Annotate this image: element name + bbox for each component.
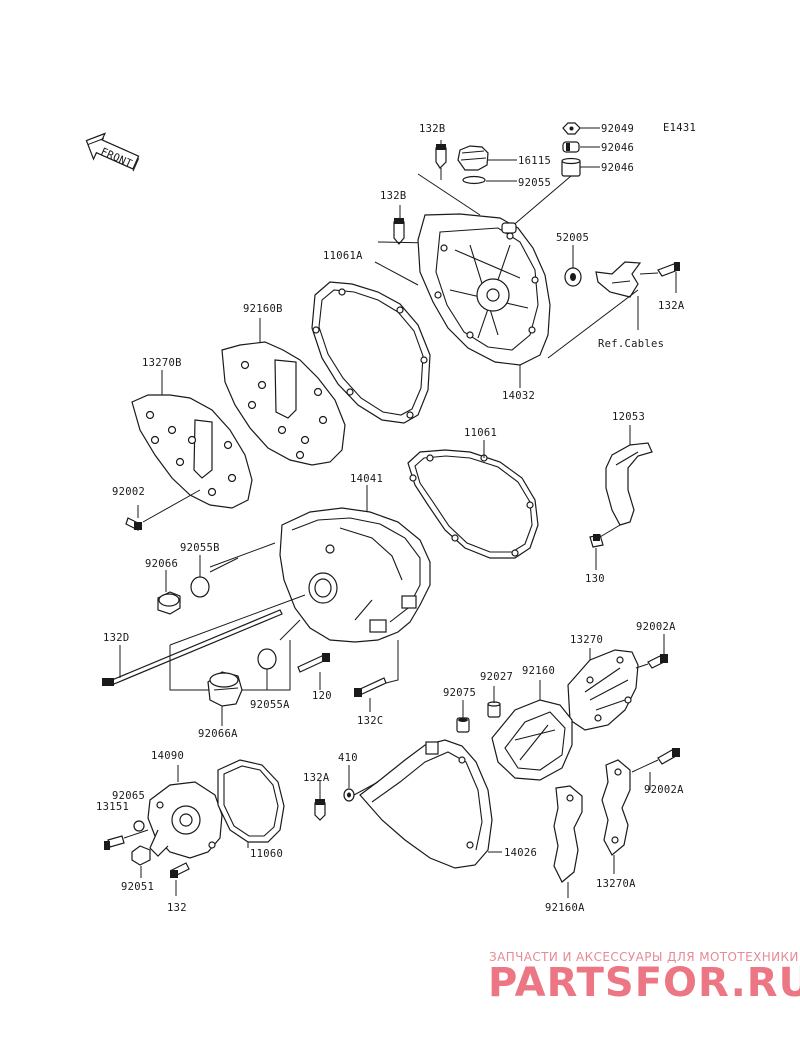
part-13151 — [104, 835, 125, 850]
part-132A-top — [657, 262, 680, 277]
part-92160B-plate — [221, 341, 346, 466]
part-92066-plug — [157, 591, 181, 615]
part-132A-bottom — [314, 799, 326, 821]
watermark-brand: PARTSFOR.RU — [488, 960, 800, 1006]
front-arrow-icon — [85, 132, 140, 172]
part-52005 — [564, 267, 582, 287]
diagram-code: E1431 — [663, 122, 696, 134]
label-13151: 13151 — [96, 801, 129, 813]
part-92055A-oring — [257, 648, 277, 670]
label-132: 132 — [167, 902, 187, 914]
watermark: ЗАПЧАСТИ И АКСЕССУАРЫ ДЛЯ МОТОТЕХНИКИ PA… — [488, 950, 800, 1006]
label-14041: 14041 — [350, 473, 383, 485]
part-14090-pump-cover — [147, 781, 223, 859]
label-92160A: 92160A — [545, 902, 585, 914]
label-132B-mid: 132B — [380, 190, 407, 202]
label-92055B: 92055B — [180, 542, 220, 554]
part-92160A-plate — [553, 785, 583, 883]
part-132-bolt — [170, 862, 190, 878]
part-14032-cover — [417, 213, 551, 366]
part-12053-guard — [605, 442, 653, 526]
part-13270-plate — [567, 649, 639, 731]
label-92066: 92066 — [145, 558, 178, 570]
part-132B-mid — [393, 218, 405, 245]
label-12053: 12053 — [612, 411, 645, 423]
label-120: 120 — [312, 690, 332, 702]
label-132B-top: 132B — [419, 123, 446, 135]
part-92002 — [125, 517, 142, 531]
label-92066A: 92066A — [198, 728, 238, 740]
part-13270B-plate — [131, 394, 253, 509]
label-130: 130 — [585, 573, 605, 585]
label-92055A: 92055A — [250, 699, 290, 711]
label-92065: 92065 — [112, 790, 145, 802]
part-92075 — [456, 717, 470, 733]
part-11061-gasket — [407, 449, 539, 559]
label-92049: 92049 — [601, 123, 634, 135]
label-92002A-top: 92002A — [636, 621, 676, 633]
label-92055: 92055 — [518, 177, 551, 189]
part-92002A-top — [647, 654, 668, 669]
label-16115: 16115 — [518, 155, 551, 167]
label-92160B: 92160B — [243, 303, 283, 315]
label-14026: 14026 — [504, 847, 537, 859]
label-13270B: 13270B — [142, 357, 182, 369]
part-14026-cover — [359, 739, 493, 869]
part-92046-a — [562, 141, 580, 153]
part-16115 — [457, 145, 489, 185]
part-14041-cover — [279, 507, 431, 643]
part-130 — [589, 534, 604, 548]
label-92027: 92027 — [480, 671, 513, 683]
label-11060: 11060 — [250, 848, 283, 860]
label-132A-bottom: 132A — [303, 772, 330, 784]
part-labels: 132B 92049 92046 92046 16115 92055 132B … — [96, 123, 685, 914]
part-132D-bolt — [102, 609, 283, 686]
label-92002: 92002 — [112, 486, 145, 498]
part-92002A-bottom — [657, 748, 680, 765]
label-14032: 14032 — [502, 390, 535, 402]
part-410 — [343, 788, 355, 802]
label-92002A-bottom: 92002A — [644, 784, 684, 796]
label-92046-a: 92046 — [601, 142, 634, 154]
part-92046-b — [561, 157, 581, 177]
part-132B-top — [435, 144, 447, 180]
label-132D: 132D — [103, 632, 130, 644]
part-92049 — [562, 122, 581, 135]
part-13270A-plate — [601, 759, 631, 856]
label-13270A: 13270A — [596, 878, 636, 890]
label-11061A: 11061A — [323, 250, 363, 262]
label-132A-top: 132A — [658, 300, 685, 312]
label-92160: 92160 — [522, 665, 555, 677]
part-11061A-gasket — [311, 281, 431, 424]
label-92046-b: 92046 — [601, 162, 634, 174]
part-92051 — [131, 845, 151, 866]
label-13270: 13270 — [570, 634, 603, 646]
label-11061: 11061 — [464, 427, 497, 439]
label-ref-cables: Ref.Cables — [598, 338, 664, 350]
part-92065 — [133, 820, 145, 832]
part-120-bolt — [297, 653, 330, 673]
label-410: 410 — [338, 752, 358, 764]
part-92055B-oring — [190, 576, 210, 598]
label-132C: 132C — [357, 715, 384, 727]
label-92075: 92075 — [443, 687, 476, 699]
label-92051: 92051 — [121, 881, 154, 893]
part-11060-gasket — [217, 759, 285, 843]
part-cable-bracket — [595, 261, 642, 298]
part-92027 — [487, 701, 501, 718]
label-14090: 14090 — [151, 750, 184, 762]
part-132C-bolt — [354, 677, 387, 697]
part-92160-plate — [491, 699, 573, 781]
watermark-tagline: ЗАПЧАСТИ И АКСЕССУАРЫ ДЛЯ МОТОТЕХНИКИ — [489, 950, 799, 964]
part-92066A-plug — [207, 671, 243, 707]
label-52005: 52005 — [556, 232, 589, 244]
